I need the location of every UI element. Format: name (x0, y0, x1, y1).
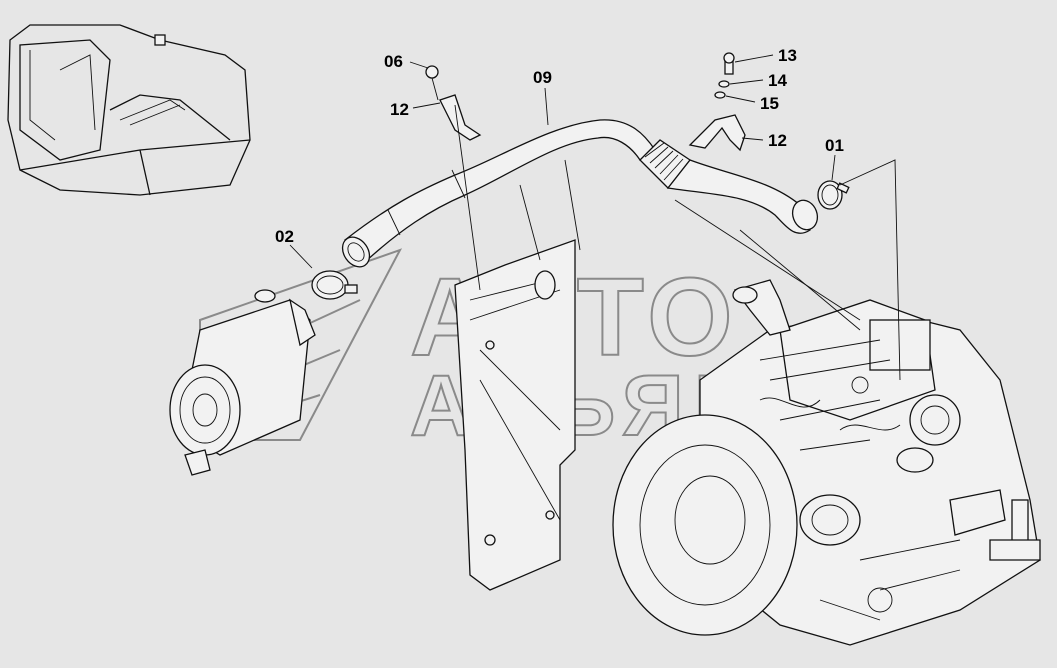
excavator-location-thumbnail (7, 24, 251, 196)
hose-clamp-01 (817, 180, 850, 210)
engine (612, 279, 1041, 646)
bracket-12-left (425, 65, 482, 141)
callout-labels: 01 02 06 09 12 12 13 14 15 (275, 46, 844, 246)
air-intake-duct (341, 119, 656, 268)
air-cleaner (169, 289, 316, 476)
support-plate (454, 104, 581, 591)
callout-15: 15 (760, 94, 779, 113)
callout-06: 06 (384, 52, 403, 71)
bracket-12-right (688, 52, 746, 152)
callout-12-right: 12 (768, 131, 787, 150)
callout-09: 09 (533, 68, 552, 87)
elbow-hose (666, 159, 819, 234)
callout-01: 01 (825, 136, 844, 155)
callout-02: 02 (275, 227, 294, 246)
callout-14: 14 (768, 71, 787, 90)
hose-clamp-02 (311, 270, 358, 300)
callout-13: 13 (778, 46, 797, 65)
leader-lines (289, 54, 901, 381)
callout-12-left: 12 (390, 100, 409, 119)
